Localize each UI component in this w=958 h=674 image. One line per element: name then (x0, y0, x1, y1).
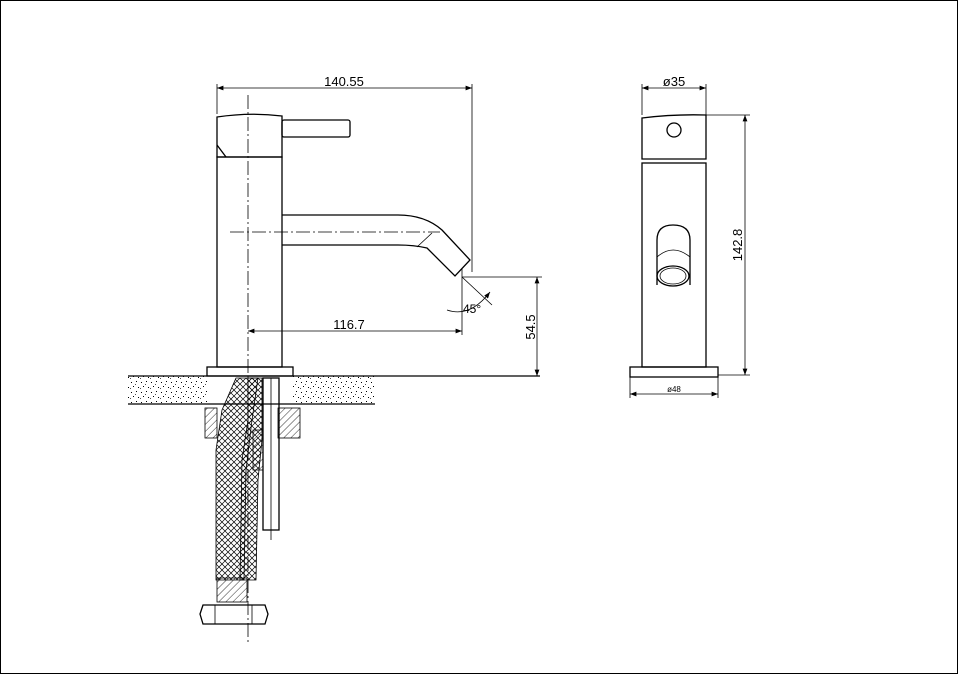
hose-nut (199, 604, 269, 625)
handle-cap (216, 113, 283, 158)
front-view: ø35 142.8 ø48 (629, 74, 750, 398)
handle-lever (281, 119, 351, 138)
dim-spout-reach: 116.7 (333, 317, 365, 332)
dim-spout-height: 54.5 (523, 314, 538, 339)
dim-head-diameter: ø35 (663, 74, 685, 89)
dim-overall-length: 140.55 (324, 74, 364, 89)
base-plate (206, 366, 294, 377)
spout (282, 214, 471, 277)
front-handle-head (641, 114, 707, 160)
countertop (128, 375, 540, 405)
front-base-plate (629, 366, 719, 378)
handle-pin (666, 122, 682, 138)
dim-total-height: 142.8 (730, 229, 745, 262)
front-body (641, 162, 707, 368)
spout-outlet (656, 265, 690, 287)
dim-spout-angle: 45° (463, 302, 481, 316)
dim-base-diameter: ø48 (667, 385, 681, 394)
side-view: 140.55 116.7 54.5 45° (128, 74, 542, 642)
tap-body (216, 156, 283, 368)
